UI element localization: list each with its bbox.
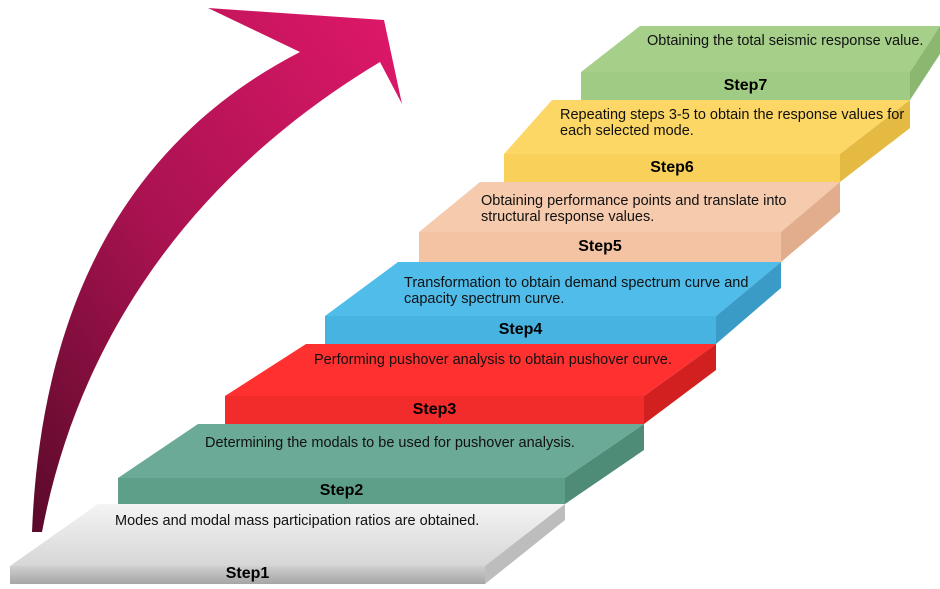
step7-label: Step7: [723, 77, 768, 94]
step1-description: Modes and modal mass participation ratio…: [115, 513, 480, 529]
step4-label: Step4: [498, 321, 543, 338]
step4-description: Transformation to obtain demand spectrum…: [404, 275, 749, 307]
step7-description: Obtaining the total seismic response val…: [647, 33, 924, 49]
step3-label: Step3: [412, 401, 457, 418]
step6-top: [504, 100, 910, 154]
step5-label: Step5: [578, 238, 622, 255]
step2-front: [118, 478, 565, 504]
step6-label: Step6: [650, 159, 694, 176]
step7-front: [581, 72, 910, 100]
step5-description: Obtaining performance points and transla…: [481, 193, 787, 225]
step1-side: [485, 504, 565, 584]
step4-top: [325, 262, 781, 316]
step4-side: [716, 262, 781, 344]
step2-description: Determining the modals to be used for pu…: [205, 435, 575, 451]
step5-side: [781, 182, 840, 262]
step3-description: Performing pushover analysis to obtain p…: [314, 352, 672, 368]
step5-front: [419, 232, 781, 262]
step6-front: [504, 154, 840, 182]
step1-label: Step1: [225, 565, 270, 582]
step2-side: [565, 424, 644, 504]
upward-curved-arrow-icon: [32, 8, 402, 532]
step7-side: [910, 26, 940, 100]
step4-front: [325, 316, 716, 344]
step2-top: [118, 424, 644, 478]
step7-top: [581, 26, 940, 72]
step3-front: [225, 396, 644, 424]
step1-front: [10, 566, 485, 584]
step6-description: Repeating steps 3-5 to obtain the respon…: [560, 107, 905, 139]
step3-side: [644, 344, 716, 424]
step6-side: [840, 100, 910, 182]
step3-top: [225, 344, 716, 396]
step5-top: [419, 182, 840, 232]
step1-top: [10, 504, 565, 566]
step2-label: Step2: [319, 482, 364, 499]
